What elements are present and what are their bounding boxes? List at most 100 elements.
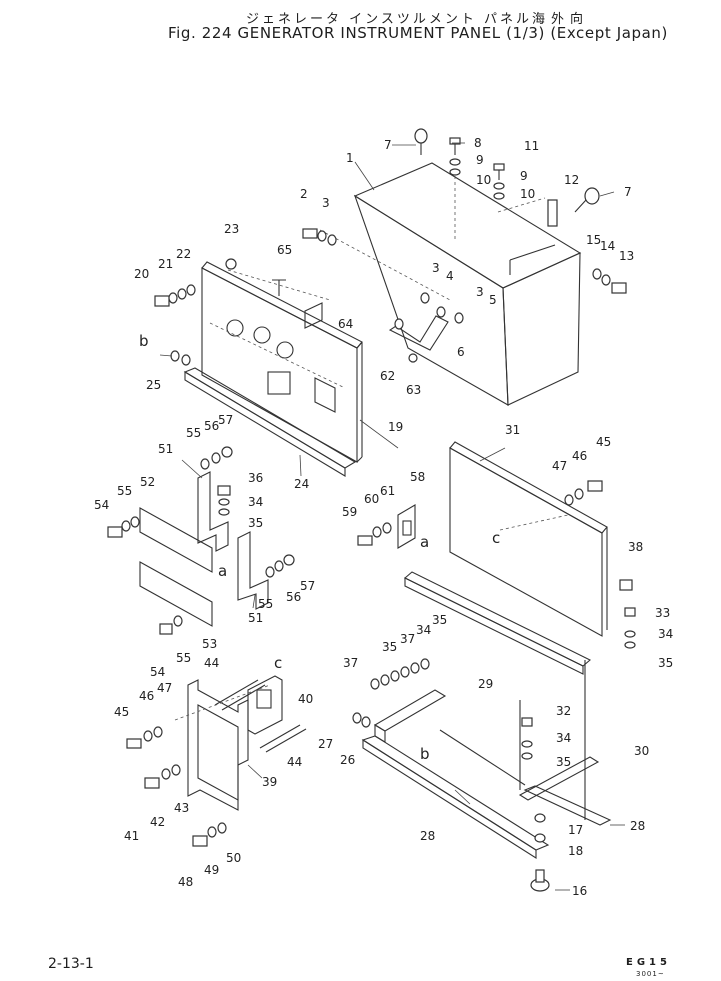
callout-24: 24 — [294, 477, 309, 491]
callout-59: 59 — [342, 505, 357, 519]
reference-letters: a a b b c c — [139, 332, 500, 763]
callout-38: 38 — [628, 540, 643, 554]
callout-23: 23 — [224, 222, 239, 236]
callout-40: 40 — [298, 692, 313, 706]
callout-6: 6 — [457, 345, 465, 359]
panel-hardware — [154, 258, 286, 366]
callout-27: 27 — [318, 737, 333, 751]
callout-62: 62 — [380, 369, 395, 383]
page-reference: 2-13-1 — [48, 956, 94, 972]
side-panel-hardware — [357, 480, 636, 690]
callout-19: 19 — [388, 420, 403, 434]
callout-48: 48 — [178, 875, 193, 889]
callout-61: 61 — [380, 484, 395, 498]
callout-35: 35 — [556, 755, 571, 769]
ref-letter-a: a — [218, 562, 227, 580]
callout-3: 3 — [432, 261, 440, 275]
callout-52: 52 — [140, 475, 155, 489]
side-panel — [397, 441, 608, 675]
callout-14: 14 — [600, 239, 615, 253]
callout-35: 35 — [658, 656, 673, 670]
callout-30: 30 — [634, 744, 649, 758]
callout-26: 26 — [340, 753, 355, 767]
callout-31: 31 — [505, 423, 520, 437]
japanese-region-label: 海外向 — [532, 12, 590, 27]
callout-54: 54 — [150, 665, 165, 679]
callout-44: 44 — [204, 656, 219, 670]
callout-44: 44 — [287, 755, 302, 769]
model-code: EG15 — [626, 957, 671, 968]
callout-25: 25 — [146, 378, 161, 392]
lower-bracket-hardware — [126, 726, 227, 847]
callout-46: 46 — [572, 449, 587, 463]
callout-33: 33 — [655, 606, 670, 620]
callout-8: 8 — [474, 136, 482, 150]
callout-51: 51 — [158, 442, 173, 456]
callout-41: 41 — [124, 829, 139, 843]
callout-34: 34 — [248, 495, 263, 509]
callout-47: 47 — [157, 681, 172, 695]
callout-53: 53 — [202, 637, 217, 651]
callout-20: 20 — [134, 267, 149, 281]
callout-3: 3 — [476, 285, 484, 299]
callout-55: 55 — [258, 597, 273, 611]
callout-10: 10 — [520, 187, 535, 201]
japanese-title: ジェネレータ インスツルメント パネル — [246, 12, 533, 27]
callout-28: 28 — [420, 829, 435, 843]
callout-15: 15 — [586, 233, 601, 247]
serial-reference: 3001~ — [636, 970, 665, 978]
callout-36: 36 — [248, 471, 263, 485]
callout-55: 55 — [117, 484, 132, 498]
callout-55: 55 — [186, 426, 201, 440]
base-frame — [352, 660, 612, 892]
callout-55: 55 — [176, 651, 191, 665]
callout-56: 56 — [286, 590, 301, 604]
callout-56: 56 — [204, 419, 219, 433]
callout-3: 3 — [322, 196, 330, 210]
callout-4: 4 — [446, 269, 454, 283]
callout-17: 17 — [568, 823, 583, 837]
callout-34: 34 — [556, 731, 571, 745]
callout-47: 47 — [552, 459, 567, 473]
meter-plates — [107, 446, 295, 635]
callout-29: 29 — [478, 677, 493, 691]
callout-18: 18 — [568, 844, 583, 858]
callout-51: 51 — [248, 611, 263, 625]
figure-title: Fig. 224 GENERATOR INSTRUMENT PANEL (1/3… — [168, 24, 668, 42]
callout-35: 35 — [432, 613, 447, 627]
callout-21: 21 — [158, 257, 173, 271]
callout-12: 12 — [564, 173, 579, 187]
instrument-panel — [183, 261, 363, 477]
callout-22: 22 — [176, 247, 191, 261]
callout-34: 34 — [658, 627, 673, 641]
callout-numbers: 1 2 3 3 3 4 5 6 7 7 8 9 9 10 10 11 12 13… — [94, 136, 673, 898]
callout-45: 45 — [596, 435, 611, 449]
ref-letter-c: c — [274, 654, 282, 672]
callout-13: 13 — [619, 249, 634, 263]
callout-5: 5 — [489, 293, 497, 307]
callout-43: 43 — [174, 801, 189, 815]
handle-assembly — [388, 292, 464, 363]
callout-16: 16 — [572, 884, 587, 898]
callout-45: 45 — [114, 705, 129, 719]
callout-49: 49 — [204, 863, 219, 877]
cover-hardware — [302, 128, 627, 294]
callout-9: 9 — [476, 153, 484, 167]
callout-7: 7 — [384, 138, 392, 152]
ref-letter-c: c — [492, 529, 500, 547]
callout-32: 32 — [556, 704, 571, 718]
callout-58: 58 — [410, 470, 425, 484]
callout-2: 2 — [300, 187, 308, 201]
callout-11: 11 — [524, 139, 539, 153]
callout-28: 28 — [630, 819, 645, 833]
callout-64: 64 — [338, 317, 353, 331]
callout-9: 9 — [520, 169, 528, 183]
ref-letter-b: b — [139, 332, 149, 350]
callout-63: 63 — [406, 383, 421, 397]
callout-1: 1 — [346, 151, 354, 165]
callout-39: 39 — [262, 775, 277, 789]
ref-letter-a: a — [420, 533, 429, 551]
callout-37: 37 — [343, 656, 358, 670]
leader-lines — [159, 142, 625, 891]
